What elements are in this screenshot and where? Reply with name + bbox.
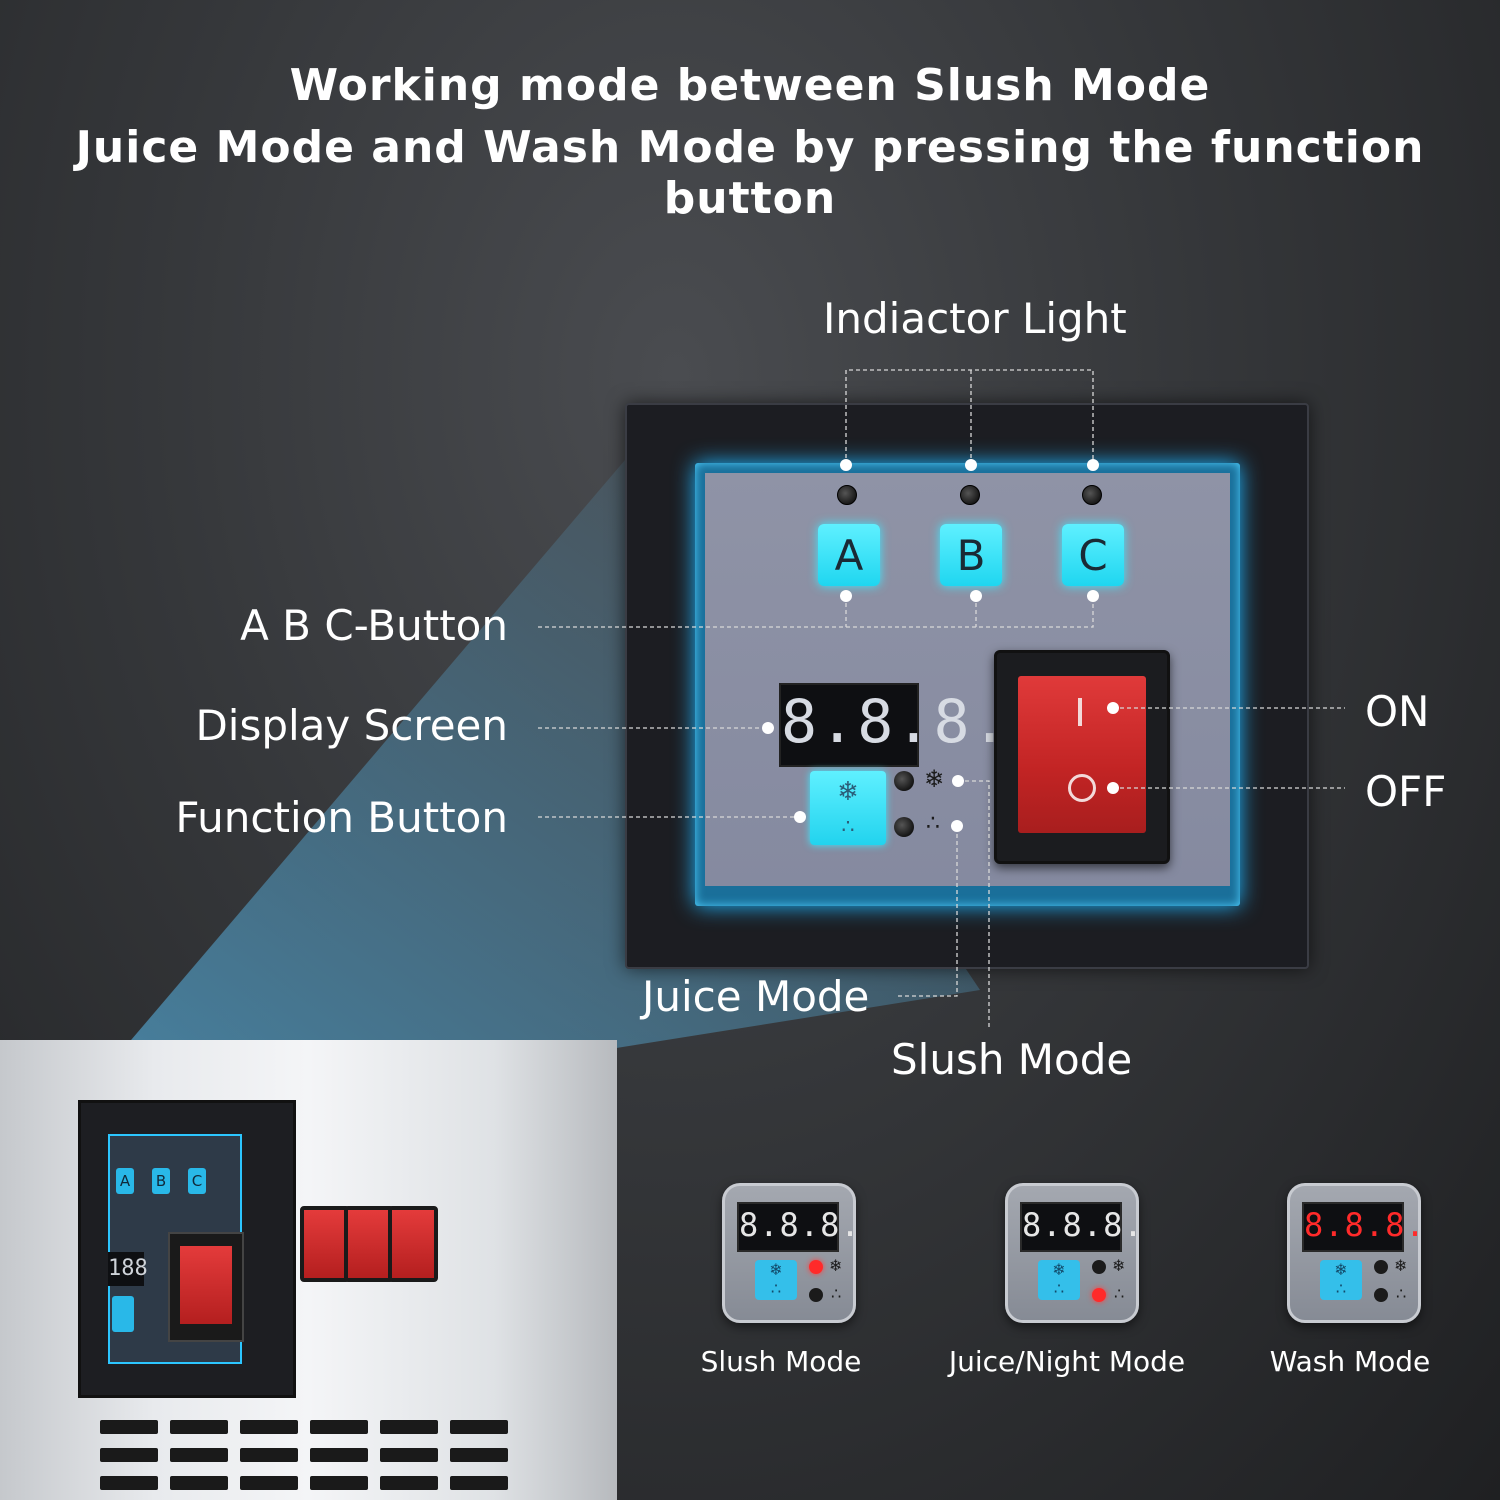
vent-slot [240,1420,298,1434]
vent-slot [310,1476,368,1490]
label-off: OFF [1365,767,1447,816]
juice-mode-led [894,817,914,837]
snowflake-icon: ❄ [1334,1260,1348,1279]
mode-display: 8.8.8. [1020,1202,1144,1252]
mode-function-button: ❄∴ [755,1260,797,1300]
snowflake-icon: ❄ [1112,1256,1126,1275]
callout-dot [952,775,964,787]
indicator-light-a [837,485,857,505]
mode-card: 8.8.8.❄∴❄∴ [1005,1183,1144,1323]
juice-mode-led [809,1288,823,1302]
vent-slot [380,1448,438,1462]
mode-function-button: ❄∴ [1038,1260,1080,1300]
mode-label: Wash Mode [1269,1345,1431,1378]
title-line-1: Working mode between Slush Mode [289,60,1211,111]
vent-slot [170,1448,228,1462]
mode-display-value: 8.8.8. [739,1206,861,1244]
indicator-light-b [960,485,980,505]
droplets-icon: ∴ [1114,1284,1125,1303]
callout-dot [1107,702,1119,714]
mode-card: 8.8.8.❄∴❄∴ [1287,1183,1426,1323]
vent-slot [170,1420,228,1434]
vent-slot [240,1476,298,1490]
mode-display: 8.8.8. [1302,1202,1426,1252]
vent-slot [310,1420,368,1434]
vent-slot [170,1476,228,1490]
mini-switch [180,1246,232,1324]
slush-mode-led [1092,1260,1106,1274]
callout-dot [1087,459,1099,471]
callout-dot [1107,782,1119,794]
callout-dot [965,459,977,471]
vent-slot [310,1448,368,1462]
label-juice-mode: Juice Mode [642,972,870,1021]
droplets-icon: ∴ [926,811,940,836]
snowflake-icon: ❄ [1052,1260,1066,1279]
droplets-icon: ∴ [1335,1279,1347,1298]
vent-slot [450,1420,508,1434]
label-function-button: Function Button [175,793,508,842]
label-abc-button: A B C-Button [240,601,508,650]
callout-dot [794,811,806,823]
droplets-icon: ∴ [770,1279,782,1298]
snowflake-icon: ❄ [1394,1256,1408,1275]
snowflake-icon: ❄ [924,765,945,793]
droplets-icon: ∴ [841,814,855,838]
label-indicator-light: Indiactor Light [823,294,1127,343]
mini-button-a: A [116,1168,134,1194]
droplets-icon: ∴ [1396,1284,1407,1303]
mode-display-value: 8.8.8. [1304,1206,1426,1244]
snowflake-icon: ❄ [769,1260,783,1279]
slush-mode-led [1374,1260,1388,1274]
mode-function-button: ❄∴ [1320,1260,1362,1300]
vent-slot [380,1476,438,1490]
vent-slot [240,1448,298,1462]
vent-slot [450,1448,508,1462]
vent-slot [100,1476,158,1490]
vent-slot [380,1420,438,1434]
callout-dot [762,722,774,734]
mini-button-c: C [188,1168,206,1194]
label-display-screen: Display Screen [195,701,508,750]
function-button[interactable]: ❄ ∴ [810,771,886,845]
vent-slot [100,1448,158,1462]
mini-display: 188 [108,1252,148,1286]
slush-mode-led [894,771,914,791]
power-rocker-switch[interactable] [1018,676,1146,833]
vent-slot [450,1476,508,1490]
side-switch-1 [300,1206,350,1282]
mini-button-b: B [152,1168,170,1194]
label-on: ON [1365,687,1430,736]
mode-label: Juice/Night Mode [948,1345,1186,1378]
mode-display-value: 8.8.8. [1022,1206,1144,1244]
mini-function-button [112,1296,134,1332]
snowflake-icon: ❄ [829,1256,843,1275]
droplets-icon: ∴ [1053,1279,1065,1298]
indicator-light-c [1082,485,1102,505]
callout-dot [1087,590,1099,602]
callout-dot [840,459,852,471]
mode-label: Slush Mode [700,1345,862,1378]
droplets-icon: ∴ [831,1284,842,1303]
callout-dot [840,590,852,602]
callout-dot [951,820,963,832]
button-a[interactable]: A [818,524,880,586]
button-c[interactable]: C [1062,524,1124,586]
title-line-2: Juice Mode and Wash Mode by pressing the… [75,122,1425,224]
button-b[interactable]: B [940,524,1002,586]
off-mark-icon [1068,774,1096,802]
vent-slot [100,1420,158,1434]
mode-card: 8.8.8.❄∴❄∴ [722,1183,861,1323]
callout-dot [970,590,982,602]
side-switch-3 [388,1206,438,1282]
juice-mode-led [1092,1288,1106,1302]
snowflake-icon: ❄ [837,777,859,807]
mode-display: 8.8.8. [737,1202,861,1252]
slush-mode-led [809,1260,823,1274]
juice-mode-led [1374,1288,1388,1302]
side-switch-2 [344,1206,394,1282]
label-slush-mode: Slush Mode [891,1035,1133,1084]
on-mark-icon [1078,698,1082,726]
